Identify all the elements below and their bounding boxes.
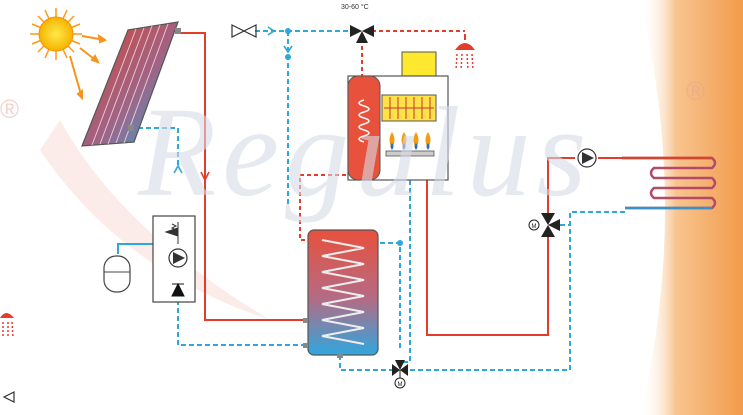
gas-boiler-icon	[347, 51, 449, 181]
registered-mark-right: ®	[686, 76, 705, 106]
motor-letter: M	[398, 382, 403, 388]
expansion-vessel-icon	[103, 255, 131, 293]
temperature-label: 30-60 °C	[341, 3, 369, 11]
pipe-boiler-to-floor	[426, 180, 549, 336]
junction-dot	[285, 54, 291, 60]
brand-watermark: Regulus	[137, 81, 592, 223]
pump-icon	[168, 248, 188, 268]
check-valve-icon	[231, 24, 257, 38]
shower-icon	[455, 34, 475, 71]
sun-icon	[30, 8, 108, 101]
flow-arrows	[173, 26, 293, 182]
underfloor-heating-icon	[622, 156, 717, 210]
pump-icon	[577, 148, 597, 168]
junction-dot	[285, 28, 291, 34]
three-way-valve-icon: M	[528, 213, 560, 237]
solar-pump-station	[152, 215, 196, 303]
pipe-floor-supply	[547, 157, 575, 214]
junction-dot	[397, 240, 403, 246]
three-way-valve-icon	[350, 25, 374, 43]
solar-collector-icon	[81, 21, 181, 147]
pipe-tank-bottom	[339, 355, 392, 371]
pipe-to-mixer	[410, 211, 625, 371]
pipe-solar-station	[177, 300, 305, 346]
watermark-arc	[40, 120, 270, 320]
pipe-collector-return	[130, 127, 179, 165]
motor-letter: M	[532, 224, 537, 230]
motor-valve-icon: M	[392, 360, 408, 389]
burner-flames	[389, 132, 431, 148]
storage-tank-icon	[303, 229, 379, 358]
registered-mark-left: ®	[0, 94, 19, 124]
shower-icon	[0, 313, 14, 339]
pipe-collector-hot	[178, 32, 305, 321]
check-valve-icon	[2, 391, 15, 403]
pipe-tank-to-boiler-dash	[299, 174, 348, 241]
pressure-relief-icon	[164, 222, 179, 244]
pipe-tank-side	[380, 242, 401, 350]
pipe-expansion	[117, 243, 155, 254]
check-valve-icon	[171, 282, 185, 297]
